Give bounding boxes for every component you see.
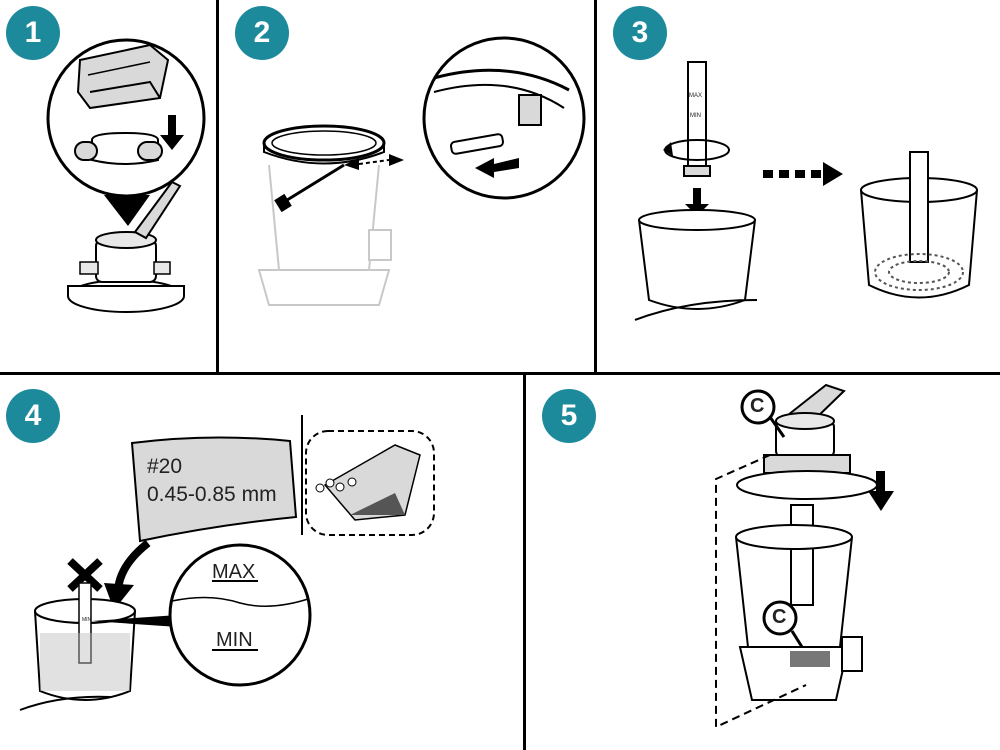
step-1-illustration [46,38,206,313]
push-arrow-icon [475,158,519,178]
step-1-panel: 1 [0,0,216,372]
divider-v-3 [523,373,526,750]
dashed-right-arrow-icon [763,162,843,186]
rotate-arrow-icon [663,139,730,161]
callout-c-bottom: C [772,606,787,628]
step-3-badge: 3 [613,6,667,60]
step-2-badge: 2 [235,6,289,60]
zoom-min-label: MIN [216,629,253,651]
down-arrow-icon [868,471,894,511]
step-5-badge: 5 [542,389,596,443]
down-arrow-icon [160,115,184,150]
step-2-illustration [257,36,586,306]
step-5-illustration [715,383,894,729]
step-4-panel: 4 [0,375,523,750]
step-5-panel: 5 [526,375,1000,750]
callout-c-top: C [750,395,765,417]
step-1-badge: 1 [6,6,60,60]
step-3-panel: 3 [597,0,1000,372]
tank-min-label: MIN [82,617,92,623]
divider-h [0,372,1000,375]
divider-v-2 [594,0,597,373]
divider-v-1 [216,0,219,373]
tube-max-label: MAX [689,93,703,99]
step-4-badge: 4 [6,389,60,443]
step-4-illustration [19,415,435,711]
step-3-illustration [634,61,978,321]
tube-min-label: MIN [690,113,701,119]
cross-mark-icon [67,558,103,592]
sand-size-label: 0.45-0.85 mm [147,483,277,506]
sand-grade-label: #20 [147,455,183,478]
step-2-panel: 2 [219,0,594,372]
zoom-max-label: MAX [212,561,256,583]
